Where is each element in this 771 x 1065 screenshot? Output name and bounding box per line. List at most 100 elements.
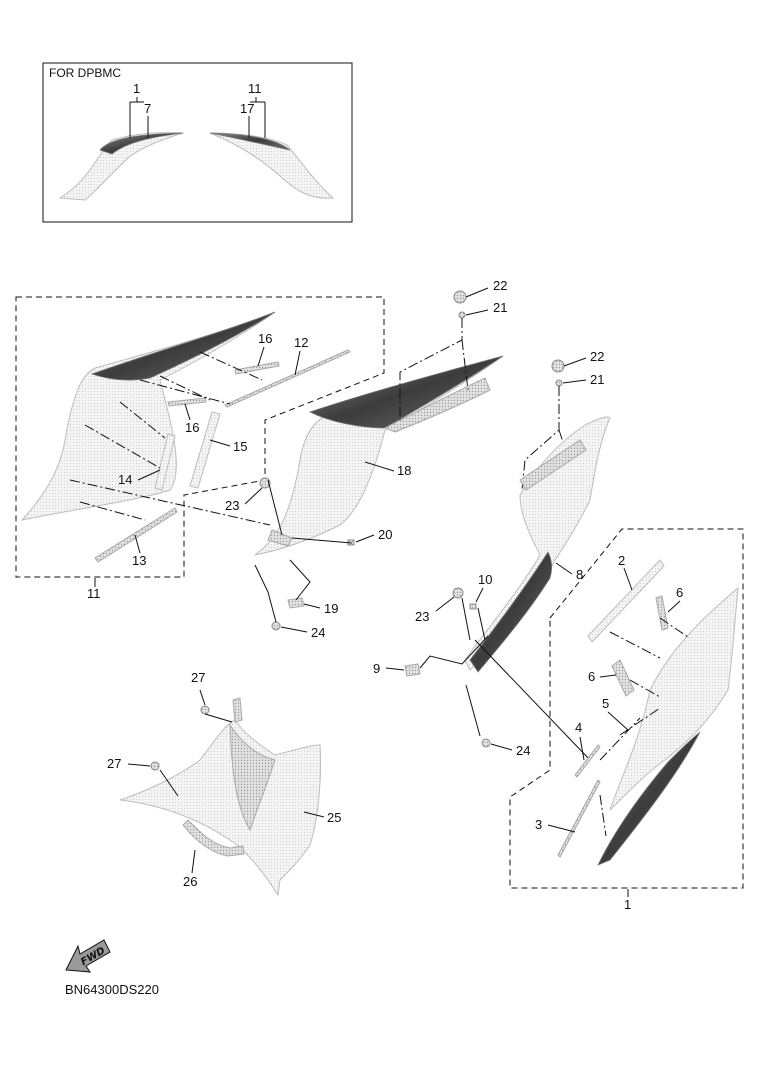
strip-4 [574,744,601,778]
leader-8 [555,562,573,575]
part-9-10-leaders [419,597,591,761]
leader-24a [280,626,308,633]
panel-1 [609,586,739,811]
leader-6a [667,600,681,613]
bolt-22a [453,290,467,304]
nut-24a [271,621,281,631]
strip-15 [189,411,221,489]
clip-20-base [267,529,293,547]
bolt-chain-lines [399,318,566,491]
leader-19 [303,603,321,609]
group-1-boundary [509,528,744,889]
bolt-23a [259,477,271,489]
strip-16b [167,397,207,407]
inset-right-cowl [209,132,335,199]
inset-left-cowl-edge [99,132,184,155]
inset-label-1: 1 [133,81,140,96]
inset-right-cowl-edge [209,132,291,151]
callout-20: 20 [378,527,392,542]
strip-14 [154,433,176,491]
leader-14 [137,469,161,481]
callout-15: 15 [233,439,247,454]
pad-6b [611,659,635,697]
fwd-arrow-icon: FWD [65,939,111,973]
callout-16b: 16 [185,420,199,435]
inset-label-7: 7 [144,101,151,116]
leader-12 [294,350,301,376]
callout-26: 26 [183,874,197,889]
lower-cover-25-inner [229,723,276,832]
panel-18-bracket [383,377,491,433]
strip-16a [234,361,280,375]
leader-15 [209,439,231,447]
leader-13 [134,534,141,554]
side-panel-11-top [90,311,276,381]
callout-3: 3 [535,817,542,832]
pad-6a [655,595,669,631]
leader-9 [385,667,405,671]
callout-6b: 6 [588,669,595,684]
leader-23b [435,596,455,612]
leader-5 [607,711,629,731]
callout-24b: 24 [516,743,530,758]
part-19-20-leaders [254,479,353,623]
callout-27b: 27 [107,756,121,771]
panel-18-top [308,355,504,429]
strip-12 [224,349,351,408]
bracket-8-edge [469,551,553,673]
callout-1: 1 [624,897,631,912]
inset-dpbmc: FOR DPBMC 1 7 11 17 [42,62,353,223]
panel-1-edge [597,731,701,866]
leader-4 [579,736,585,761]
leader-3 [547,824,576,833]
clip-9 [404,663,421,677]
leader-21b [562,379,587,384]
group-11-chain-lines [69,351,271,526]
lower-cover-25 [119,719,322,897]
inset-frame [42,62,353,223]
leader-16a [257,346,265,367]
lower-leaders [127,689,233,797]
leader-25 [303,811,325,818]
callout-4: 4 [575,720,582,735]
callout-9: 9 [373,661,380,676]
leader-16b [184,403,191,421]
leader-24b [490,743,513,751]
callout-16a: 16 [258,331,272,346]
callout-22a: 22 [493,278,507,293]
callout-10: 10 [478,572,492,587]
callout-11: 11 [87,586,101,601]
callout-23b: 23 [415,609,429,624]
leader-21a [465,309,489,316]
inset-title: FOR DPBMC [49,66,121,80]
strip-13 [94,507,178,563]
callout-25: 25 [327,810,341,825]
callouts: 22 21 16 12 16 15 14 13 11 18 23 20 19 2… [87,278,683,912]
callout-21a: 21 [493,300,507,315]
inset-leader-right [248,97,266,138]
bolt-22b [551,359,565,373]
diagram-code: BN64300DS220 [65,982,159,997]
strip-2 [587,559,665,643]
callout-12: 12 [294,335,308,350]
leader-23a [244,487,263,505]
leader-2 [623,567,633,591]
leader-26 [191,849,196,874]
callout-24a: 24 [311,625,325,640]
bracket-8-mount [519,439,587,491]
washer-21b [555,379,563,387]
callout-14: 14 [118,472,132,487]
bolt-23b [452,587,464,599]
leader-10 [475,587,484,603]
inset-label-17: 17 [240,101,254,116]
inset-label-11: 11 [248,81,262,96]
screw-27a [200,705,210,715]
washer-21a [458,311,466,319]
callout-2: 2 [618,553,625,568]
lower-cover-25-tab [232,697,243,723]
hose-26 [182,819,245,857]
callout-19: 19 [324,601,338,616]
leader-20 [355,534,375,543]
callout-21b: 21 [590,372,604,387]
